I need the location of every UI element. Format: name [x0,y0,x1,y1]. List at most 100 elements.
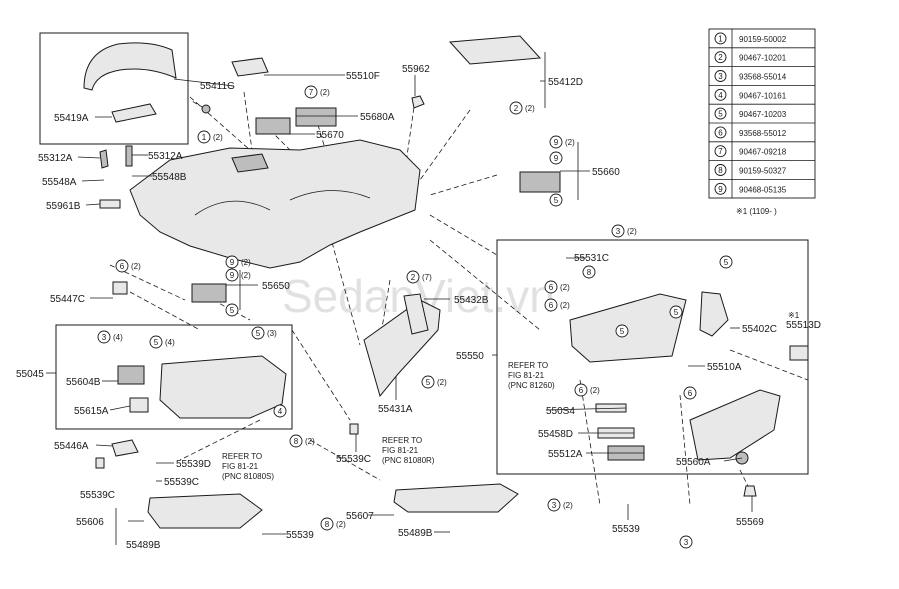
legend-part-number: 93568-55012 [739,129,787,138]
legend-number: 8 [718,166,723,175]
callout-number: 6 [549,283,554,292]
callout-number: 3 [552,501,557,510]
instrument-panel [129,139,421,269]
label-55431a: 55431A [378,404,413,415]
callout-quantity: (4) [113,333,123,342]
callout-quantity: (2) [565,138,575,147]
plate-55615a [129,397,149,413]
svg-text:(PNC 81260): (PNC 81260) [508,381,555,390]
label-55402c: 55402C [742,324,777,335]
callout-number: 5 [724,258,729,267]
legend-part-number: 93568-55014 [739,73,787,82]
label-55489b-a: 55489B [126,540,161,551]
callout-circle [320,517,334,531]
label-55539c-a: 55539C [164,477,199,488]
label-55548a: 55548A [42,177,77,188]
svg-text:(PNC 81080S): (PNC 81080S) [222,472,274,481]
label-55054: 550S4 [546,406,575,417]
legend-number: 4 [718,91,723,100]
callout-quantity: (2) [627,227,637,236]
legend-number-circle [714,107,727,120]
legend-part-number: 90467-10201 [739,54,787,63]
part-55569 [743,485,757,497]
callout-quantity: (2) [305,437,315,446]
legend-number-circle [714,164,727,176]
callout-quantity: (2) [563,501,573,510]
callout-number: 8 [325,520,330,529]
label-55650: 55650 [262,281,290,292]
center-cluster-panel [159,355,287,419]
callout-circle [289,434,303,448]
pad-55961b [99,199,121,209]
refer-note-1: REFER TO FIG 81-21 (PNC 81080S) [222,452,274,481]
label-55539-a: 55539 [286,530,314,541]
callout-circle [225,255,239,269]
label-55045: 55045 [16,369,44,380]
svg-text:FIG 81-21: FIG 81-21 [222,462,259,471]
cluster-hood [83,42,177,91]
callout-number: 5 [674,308,679,317]
callout-quantity: (2) [241,271,251,280]
callout-circle [406,270,420,284]
callout-group: 1(2)7(2)2(2)9(2)956(2)9(2)9(2)53(4)5(4)5… [97,85,733,549]
vent-55670 [255,117,291,135]
tray-55606 [147,493,263,529]
cluster-frame [39,32,189,145]
legend-number-circle [714,88,727,101]
callout-circle [547,498,561,512]
part-55446a [111,439,139,457]
refer-note-2: REFER TO FIG 81-21 (PNC 81080R) [382,436,435,465]
callout-number: 7 [309,88,314,97]
label-55512a: 55512A [548,449,583,460]
callout-number: 4 [278,407,283,416]
callout-number: 9 [554,138,559,147]
label-55458d: 55458D [538,429,573,440]
callout-number: 9 [230,258,235,267]
legend-number: 1 [718,34,723,43]
leader-lines [46,52,753,545]
callout-circle [582,265,596,279]
callout-circle [421,375,435,389]
callout-circle [544,298,558,312]
label-55312a-right: 55312A [148,151,183,162]
callout-number: 6 [549,301,554,310]
legend-number-circle [714,70,727,82]
legend-number: 3 [718,72,723,81]
part-55539c-mid [349,423,359,435]
callout-number: 8 [587,268,592,277]
legend-part-number: 90468-05135 [739,185,787,194]
legend-number: 5 [718,110,723,119]
label-55539d: 55539D [176,459,211,470]
callout-quantity: (3) [267,329,277,338]
callout-circle [611,224,625,238]
callout-circle [574,383,588,397]
label-55560a: 55560A [676,457,711,468]
callout-number: 6 [120,262,125,271]
part-labels: 55411G 55419A 55312A 55312A 55548A 55548… [16,64,821,551]
callout-quantity: (2) [213,133,223,142]
label-55411g: 55411G [200,81,235,92]
panel-opening [231,153,269,173]
callout-quantity: (2) [590,386,600,395]
callout-number: 3 [684,538,689,547]
callout-circle [719,255,733,269]
label-55670: 55670 [316,130,344,141]
callout-circle [149,335,163,349]
callout-circle [225,303,239,317]
label-55489b-b: 55489B [398,528,433,539]
callout-number: 6 [688,389,693,398]
callout-circle [115,259,129,273]
label-55432b: 55432B [454,295,489,306]
callout-circle [679,535,693,549]
svg-text:FIG 81-21: FIG 81-21 [508,371,545,380]
callout-circle [615,324,629,338]
callout-number: 9 [230,271,235,280]
callout-circle [683,386,697,400]
part-55447c [112,281,128,295]
callout-number: 2 [514,104,519,113]
legend-number: 7 [718,147,723,156]
callout-quantity: (4) [165,338,175,347]
callout-number: 3 [102,333,107,342]
callout-circle [304,85,318,99]
